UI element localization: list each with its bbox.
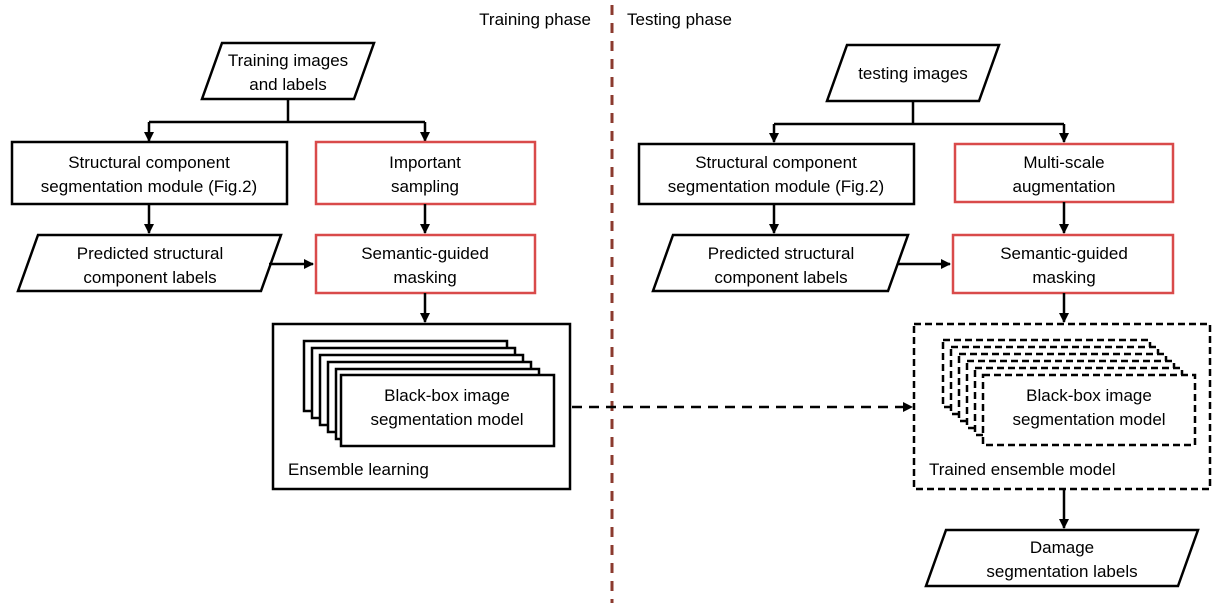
training-structural-line2: segmentation module (Fig.2)	[41, 177, 257, 196]
important-sampling-line1: Important	[389, 153, 461, 172]
augmentation-line1: Multi-scale	[1023, 153, 1104, 172]
important-sampling-node: Important sampling	[314, 140, 537, 206]
testing-input-text: testing images	[858, 64, 968, 83]
training-structural-line1: Structural component	[68, 153, 230, 172]
trained-ensemble-group: Black-box image segmentation model Train…	[912, 322, 1212, 491]
testing-predicted-line1: Predicted structural	[708, 244, 854, 263]
ensemble-learning-label: Ensemble learning	[288, 460, 429, 479]
testing-model-line1: Black-box image	[1026, 386, 1152, 405]
trained-ensemble-label: Trained ensemble model	[929, 460, 1115, 479]
augmentation-line2: augmentation	[1012, 177, 1115, 196]
testing-masking-line1: Semantic-guided	[1000, 244, 1128, 263]
training-structural-module: Structural component segmentation module…	[10, 140, 289, 206]
training-predicted-line1: Predicted structural	[77, 244, 223, 263]
output-line2: segmentation labels	[986, 562, 1137, 581]
testing-model-front	[981, 373, 1197, 447]
testing-predicted-labels-node: Predicted structural component labels	[651, 233, 910, 293]
training-semantic-masking-node: Semantic-guided masking	[314, 233, 537, 295]
ensemble-learning-group: Black-box image segmentation model Ensem…	[271, 322, 572, 491]
testing-predicted-line2: component labels	[714, 268, 847, 287]
training-masking-line2: masking	[393, 268, 456, 287]
testing-phase-label: Testing phase	[627, 10, 732, 29]
output-line1: Damage	[1030, 538, 1094, 557]
training-predicted-line2: component labels	[83, 268, 216, 287]
training-phase-label: Training phase	[479, 10, 591, 29]
training-input-node: Training images and labels	[200, 41, 376, 101]
training-input-line2: and labels	[249, 75, 327, 94]
training-model-line1: Black-box image	[384, 386, 510, 405]
multi-scale-augmentation-node: Multi-scale augmentation	[953, 142, 1175, 204]
testing-structural-module: Structural component segmentation module…	[637, 142, 916, 206]
training-predicted-labels-node: Predicted structural component labels	[16, 233, 283, 293]
important-sampling-line2: sampling	[391, 177, 459, 196]
testing-masking-line2: masking	[1032, 268, 1095, 287]
training-model-front	[339, 373, 556, 448]
training-model-line2: segmentation model	[370, 410, 523, 429]
damage-output-node: Damage segmentation labels	[924, 528, 1200, 588]
training-input-line1: Training images	[228, 51, 348, 70]
testing-semantic-masking-node: Semantic-guided masking	[951, 233, 1175, 295]
testing-input-node: testing images	[825, 43, 1001, 103]
testing-structural-line1: Structural component	[695, 153, 857, 172]
testing-model-line2: segmentation model	[1012, 410, 1165, 429]
testing-structural-line2: segmentation module (Fig.2)	[668, 177, 884, 196]
training-masking-line1: Semantic-guided	[361, 244, 489, 263]
